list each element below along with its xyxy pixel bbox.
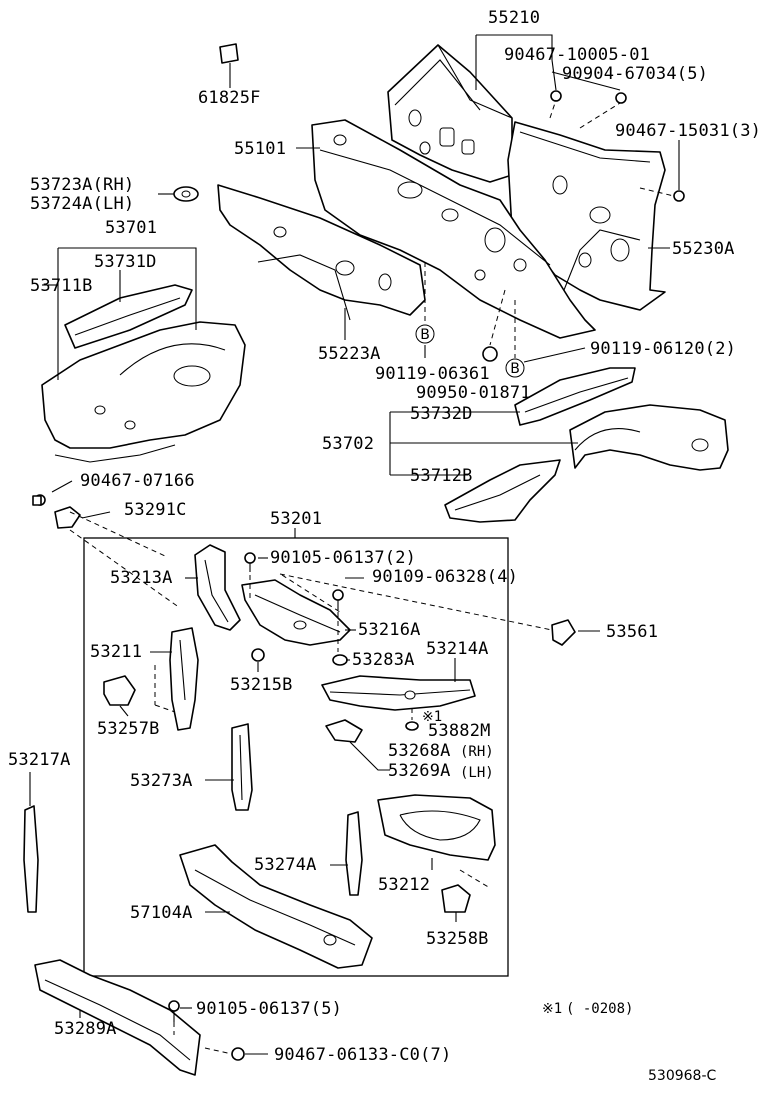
label-90467-06133: 90467-06133-C0(7) xyxy=(274,1045,451,1065)
label-53702: 53702 xyxy=(322,434,374,454)
part-clip-90467-10005 xyxy=(550,90,562,102)
part-53214a-crossmember xyxy=(321,675,476,711)
label-55210: 55210 xyxy=(488,8,540,28)
part-53215b-nut xyxy=(251,648,265,662)
label-53561: 53561 xyxy=(606,622,658,642)
circle-marker-b-1: B xyxy=(415,324,435,344)
part-53257b-bracket xyxy=(103,675,136,706)
part-57104a-crossmember xyxy=(179,844,373,969)
part-53882m-clip xyxy=(405,721,419,731)
label-53212: 53212 xyxy=(378,875,430,895)
label-53269a-side: (LH) xyxy=(460,765,494,781)
part-bolt-90105 xyxy=(244,552,256,572)
part-bolt-90109 xyxy=(332,589,344,610)
part-53213a-support xyxy=(194,544,241,631)
label-55230a: 55230A xyxy=(672,239,735,259)
leader-lines xyxy=(29,34,680,1055)
part-clip-90467-15031 xyxy=(673,190,685,202)
label-90904-67034: 90904-67034(5) xyxy=(562,64,708,84)
label-53274a: 53274A xyxy=(254,855,317,875)
part-53732d-reinforcement xyxy=(514,367,636,426)
circle-marker-b-1-text: B xyxy=(420,327,430,343)
part-53216a-panel xyxy=(241,579,351,646)
label-53712b: 53712B xyxy=(410,466,473,486)
part-53712b-apron-lower xyxy=(444,459,561,523)
note-symbol-marker: ※1 xyxy=(422,709,442,725)
part-53723a-stopper xyxy=(173,186,199,202)
part-53561-bracket xyxy=(551,619,576,646)
part-61825f-pad xyxy=(219,43,239,64)
diagram-code: 530968-C xyxy=(648,1068,716,1084)
part-55101-dash-panel xyxy=(311,119,596,339)
part-53273a-support xyxy=(231,723,253,811)
label-53268a: 53268A xyxy=(388,741,451,761)
label-90467-15031: 90467-15031(3) xyxy=(615,121,760,141)
label-53215b: 53215B xyxy=(230,675,293,695)
part-53711b-apron-left xyxy=(41,321,246,463)
label-53723a: 53723A(RH) xyxy=(30,175,134,195)
label-57104a: 57104A xyxy=(130,903,193,923)
label-53258b: 53258B xyxy=(426,929,489,949)
circle-marker-b-2: B xyxy=(505,358,525,378)
label-53731d: 53731D xyxy=(94,252,157,272)
label-53201: 53201 xyxy=(270,509,322,529)
part-55210-cowl-panel xyxy=(387,44,513,183)
part-53211-support xyxy=(169,627,199,731)
label-53882m: 53882M xyxy=(428,721,491,741)
footnote-text: ( -0208) xyxy=(566,1001,633,1017)
label-53257b: 53257B xyxy=(97,719,160,739)
label-53214a: 53214A xyxy=(426,639,489,659)
label-53213a: 53213A xyxy=(110,568,173,588)
label-90950-01871: 90950-01871 xyxy=(416,383,531,403)
label-53291c: 53291C xyxy=(124,500,187,520)
label-53289a: 53289A xyxy=(54,1019,117,1039)
footnote-symbol: ※1 xyxy=(542,1001,562,1017)
part-53274a-support xyxy=(345,811,363,896)
part-bolt-90105-lower xyxy=(168,1000,180,1022)
part-53217a-support xyxy=(23,805,39,913)
label-90119-06361: 90119-06361 xyxy=(375,364,490,384)
label-53217a: 53217A xyxy=(8,750,71,770)
part-53268a-bracket xyxy=(325,719,363,743)
part-clip-90467-06133 xyxy=(231,1047,245,1061)
label-53269a: 53269A xyxy=(388,761,451,781)
label-53216a: 53216A xyxy=(358,620,421,640)
label-53701: 53701 xyxy=(105,218,157,238)
part-53212-side-panel xyxy=(377,794,496,861)
label-55101: 55101 xyxy=(234,139,286,159)
part-53731d-reinforcement xyxy=(64,284,193,349)
label-61825f: 61825F xyxy=(198,88,261,108)
label-90467-10005-01: 90467-10005-01 xyxy=(504,45,650,65)
label-90105-06137-2: 90105-06137(2) xyxy=(270,548,416,568)
label-53273a: 53273A xyxy=(130,771,193,791)
label-90467-07166: 90467-07166 xyxy=(80,471,195,491)
part-53291c-bracket xyxy=(54,506,81,529)
group-53201-box xyxy=(83,537,509,977)
label-90119-06120: 90119-06120(2) xyxy=(590,339,736,359)
part-nut-90904 xyxy=(615,92,627,104)
part-plug-90950 xyxy=(482,346,498,362)
label-90105-06137-5: 90105-06137(5) xyxy=(196,999,342,1019)
part-53289a-support xyxy=(34,959,201,1076)
label-53711b: 53711B xyxy=(30,276,93,296)
label-90109-06328: 90109-06328(4) xyxy=(372,567,518,587)
label-53732d: 53732D xyxy=(410,404,473,424)
label-53283a: 53283A xyxy=(352,650,415,670)
circle-marker-b-2-text: B xyxy=(510,361,520,377)
label-53268a-side: (RH) xyxy=(460,744,494,760)
part-90467-07166-clip xyxy=(32,494,46,506)
dashed-lines xyxy=(69,99,675,1055)
part-53283a-nut xyxy=(332,654,348,666)
part-53702-apron-right xyxy=(569,404,729,471)
label-55223a: 55223A xyxy=(318,344,381,364)
label-53724a: 53724A(LH) xyxy=(30,194,134,214)
part-55223a-dash-reinforcement xyxy=(217,184,426,321)
label-53211: 53211 xyxy=(90,642,142,662)
part-53258b-bracket xyxy=(441,884,471,913)
